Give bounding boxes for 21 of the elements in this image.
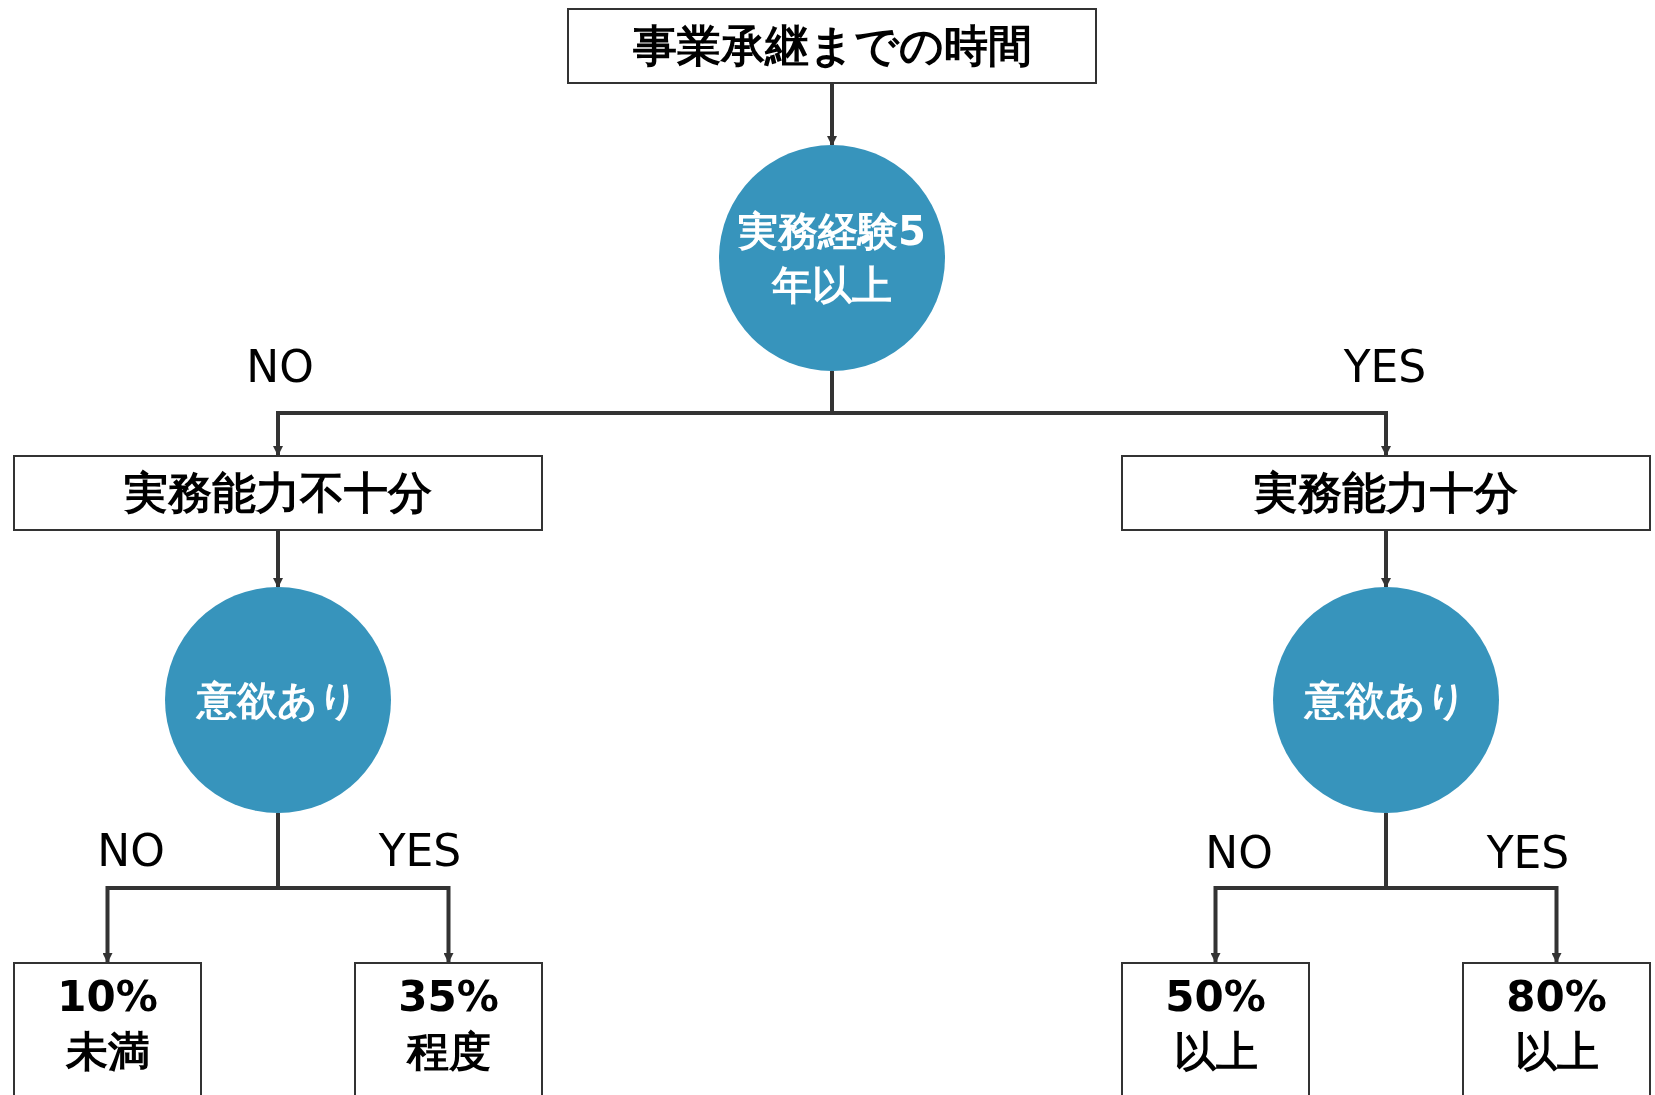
outcome-box: 80% 以上	[1462, 962, 1651, 1095]
outcome-box: 50% 以上	[1121, 962, 1310, 1095]
result-box: 実務能力十分	[1121, 455, 1651, 531]
decision-circle: 意欲あり	[1273, 587, 1499, 813]
result-box: 実務能力不十分	[13, 455, 543, 531]
outcome-box: 35% 程度	[354, 962, 543, 1095]
outcome-box: 10% 未満	[13, 962, 202, 1095]
arrow	[827, 84, 837, 146]
edge-label: NO	[246, 340, 314, 392]
decision-circle: 実務経験5年以上	[719, 145, 945, 371]
edge-label: YES	[1343, 340, 1427, 392]
edge-label: YES	[1486, 826, 1570, 878]
arrow	[273, 531, 283, 588]
edge-label: YES	[378, 824, 462, 876]
edge-label: NO	[1205, 826, 1273, 878]
title-box: 事業承継までの時間	[567, 8, 1097, 84]
edge-label: NO	[97, 824, 165, 876]
arrow	[1381, 531, 1391, 588]
arrow	[1384, 813, 1562, 963]
arrow	[276, 813, 454, 963]
decision-circle: 意欲あり	[165, 587, 391, 813]
